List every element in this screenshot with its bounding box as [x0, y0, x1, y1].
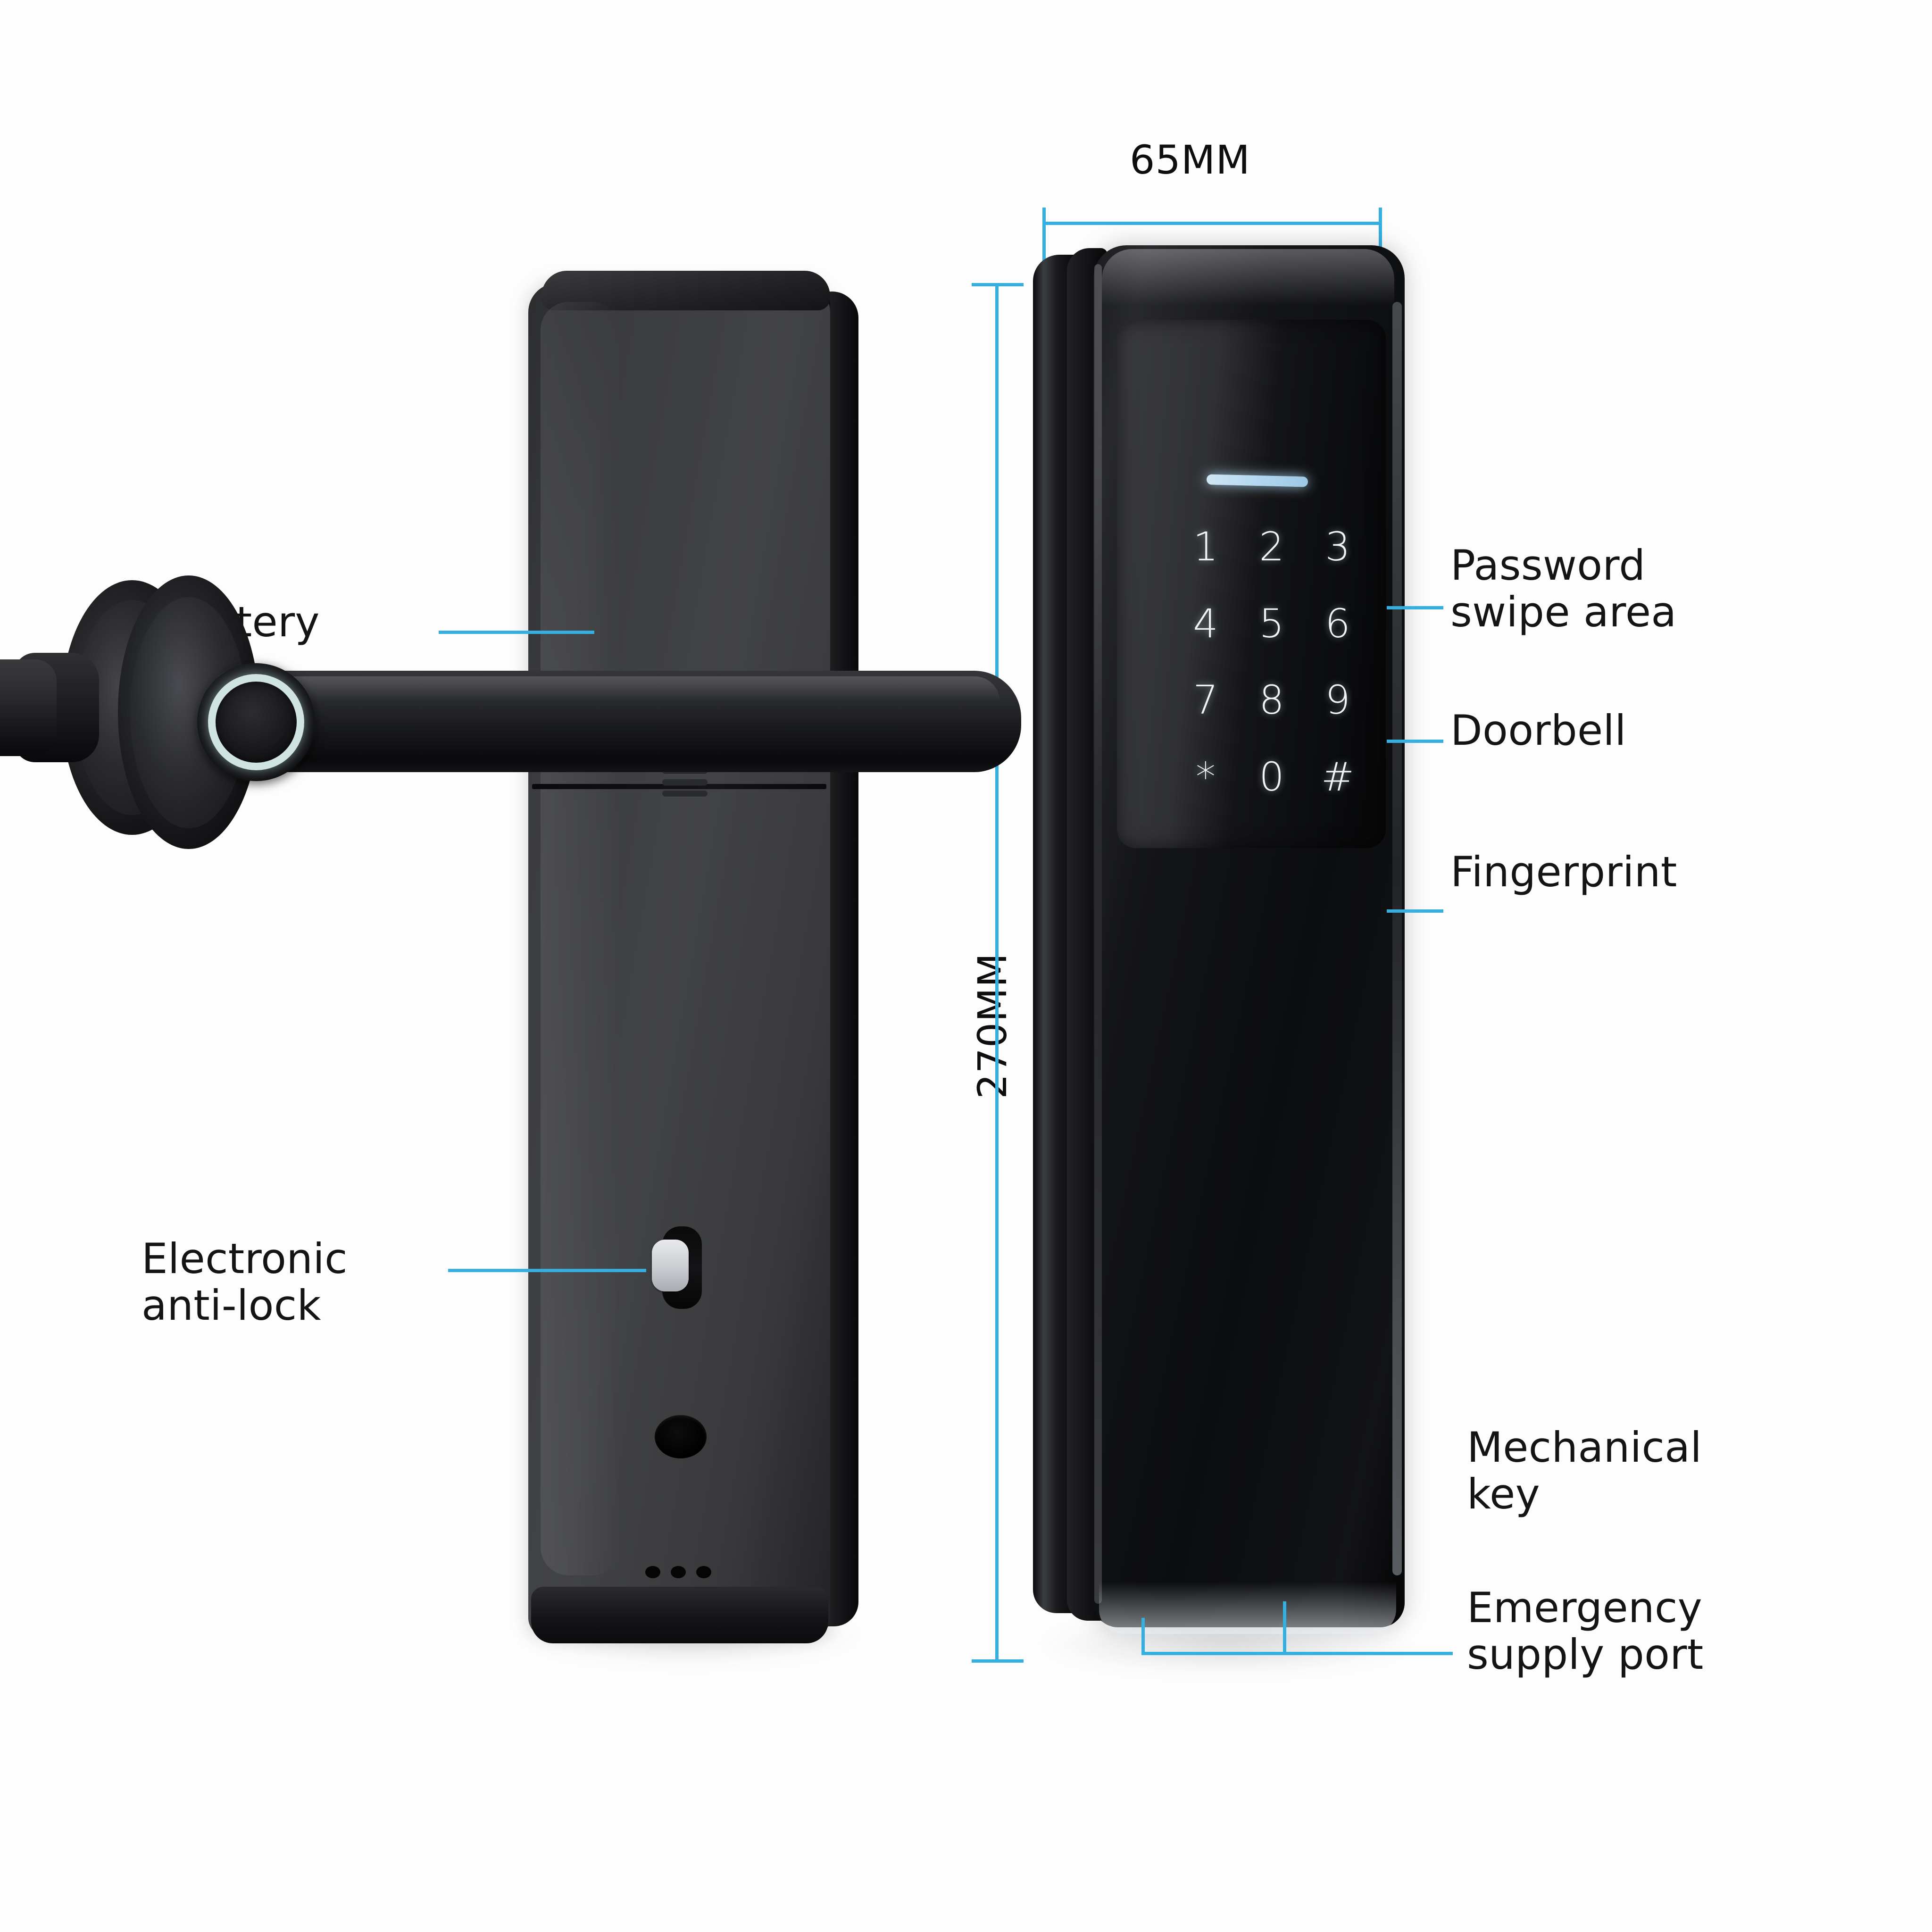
keypad-key[interactable]: 8	[1259, 677, 1284, 724]
dim-width-tick-left	[1042, 208, 1046, 269]
callout-leader-emergency-horizontal	[1141, 1652, 1453, 1655]
keypad[interactable]: 1 2 3 4 5 6 7 8 9 * 0 #	[1173, 508, 1371, 815]
dim-width-tick-right	[1379, 208, 1382, 269]
exterior-panel-right-rim-light	[1392, 302, 1402, 1575]
callout-label-password-swipe-area: Password swipe area	[1450, 541, 1677, 636]
speaker-dot	[696, 1566, 711, 1578]
eject-icon-bar-3	[662, 791, 708, 797]
callout-leader-password	[1387, 606, 1443, 609]
exterior-door-handle[interactable]	[118, 575, 1024, 849]
callout-leader-emergency-tick-right	[1283, 1601, 1286, 1654]
interior-panel-speaker-dots	[645, 1566, 725, 1580]
speaker-dot	[671, 1566, 686, 1578]
callout-leader-emergency-tick-left	[1141, 1618, 1145, 1655]
callout-label-emergency-supply-port: Emergency supply port	[1467, 1583, 1704, 1679]
keypad-key[interactable]: #	[1321, 753, 1355, 800]
keypad-key[interactable]: 7	[1193, 677, 1218, 724]
keypad-key[interactable]: 1	[1193, 524, 1218, 570]
callout-leader-anti-lock	[448, 1269, 646, 1272]
exterior-panel-bottom-gloss	[1099, 1582, 1396, 1634]
exterior-panel-left-rim-light	[1094, 264, 1102, 1604]
fingerprint-ring-icon	[208, 674, 304, 770]
dimension-width-label: 65MM	[1130, 137, 1250, 183]
interior-panel-bottom-cap	[531, 1587, 828, 1643]
interior-panel-port-hole	[655, 1415, 707, 1458]
keypad-key[interactable]: 3	[1325, 524, 1350, 570]
exterior-handle-gloss	[226, 676, 1000, 702]
callout-label-anti-lock: Electronic anti-lock	[142, 1234, 348, 1330]
keypad-key[interactable]: *	[1196, 753, 1216, 800]
callout-label-fingerprint: Fingerprint	[1450, 848, 1677, 896]
exterior-handle-lever[interactable]	[212, 671, 1021, 772]
callout-label-doorbell: Doorbell	[1450, 706, 1626, 755]
exterior-lock-panel: 1 2 3 4 5 6 7 8 9 * 0 #	[1033, 245, 1410, 1637]
dim-width-line	[1042, 222, 1382, 225]
keypad-key[interactable]: 5	[1259, 600, 1284, 647]
dim-height-tick-bottom	[972, 1659, 1024, 1663]
swipe-indicator-bar	[1206, 474, 1308, 487]
interior-handle-lever[interactable]	[0, 659, 57, 756]
eject-icon-bar-2	[662, 779, 708, 785]
battery-cover-seam	[532, 784, 826, 789]
password-swipe-area[interactable]: 1 2 3 4 5 6 7 8 9 * 0 #	[1117, 320, 1386, 848]
interior-lock-panel	[528, 271, 858, 1643]
keypad-key[interactable]: 2	[1259, 524, 1284, 570]
keypad-key[interactable]: 0	[1259, 753, 1284, 800]
interior-panel-face	[528, 283, 830, 1637]
exterior-panel-top-gloss	[1102, 249, 1394, 306]
callout-leader-fingerprint	[1387, 909, 1443, 913]
anti-lock-knob[interactable]	[652, 1240, 689, 1291]
callout-label-mechanical-key: Mechanical key	[1467, 1423, 1702, 1518]
dim-height-tick-top	[972, 283, 1024, 286]
keypad-key[interactable]: 4	[1193, 600, 1218, 647]
electronic-anti-lock-switch[interactable]	[648, 1226, 719, 1311]
callout-leader-doorbell	[1387, 740, 1443, 743]
callout-leader-battery	[439, 631, 594, 634]
dim-height-line	[995, 283, 999, 1663]
keypad-key[interactable]: 9	[1325, 677, 1350, 724]
speaker-dot	[645, 1566, 660, 1578]
interior-panel-top-cap	[541, 271, 830, 310]
fingerprint-sensor[interactable]	[197, 663, 315, 781]
dimension-height-label: 270MM	[969, 952, 1016, 1099]
keypad-key[interactable]: 6	[1325, 600, 1350, 647]
